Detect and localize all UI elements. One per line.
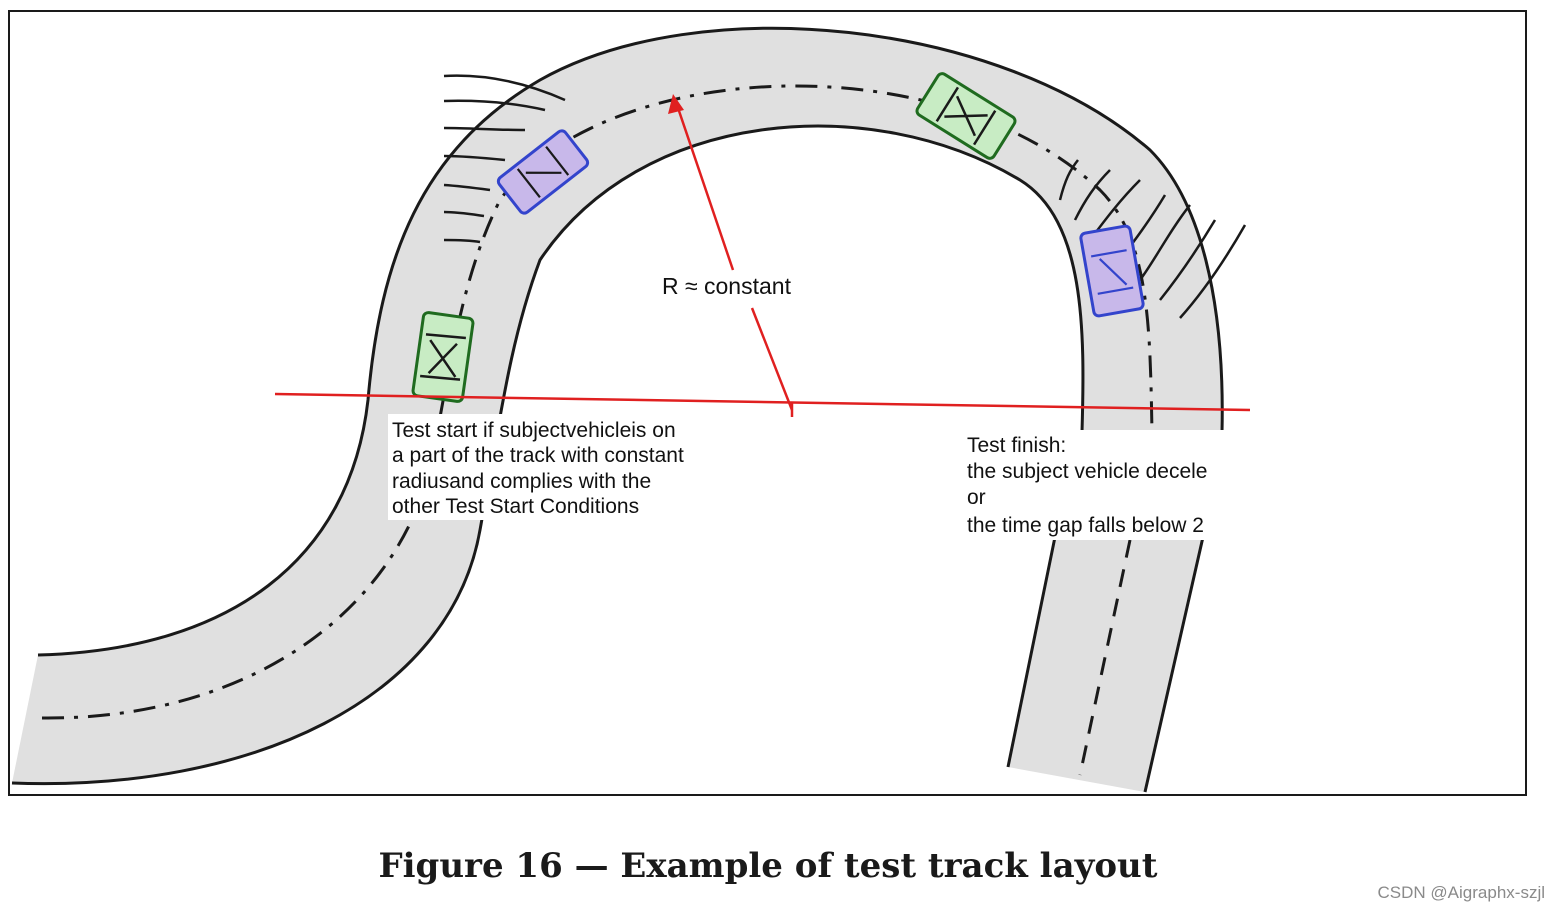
vehicle-blue-upper-left [496,129,590,215]
finish-note: Test finish: the subject vehicle decele … [967,434,1208,537]
vehicle-green-top-right [915,72,1017,160]
straight-section-surface [1008,537,1203,792]
finish-note-line-1: Test finish: [967,434,1066,457]
skid-marks-left [443,74,566,244]
start-note-line-1: Test start if subjectvehicleis on [392,419,676,442]
vehicle-blue-right [1079,224,1145,318]
radius-arrowhead [668,94,684,114]
reference-line [274,392,1251,412]
track-surface [12,28,1223,784]
radius-line-lower [750,307,794,411]
finish-note-line-3: or [967,486,986,509]
outer-edge [11,124,1085,786]
start-note: Test start if subjectvehicleis on a part… [392,419,684,518]
radius-line-upper [675,104,735,271]
straight-centerline [1078,539,1132,776]
start-note-line-3: radiusand complies with the [392,470,651,493]
finish-note-line-4: the time gap falls below 2 [967,514,1204,537]
straight-left-edge [1006,536,1057,768]
radius-label: R ≈ constant [662,273,792,299]
finish-note-line-2: the subject vehicle decele [967,460,1208,483]
straight-right-edge [1143,536,1205,793]
watermark: CSDN @Aigraphx-szjl [1377,883,1545,902]
start-note-line-2: a part of the track with constant [392,444,684,467]
radius-indicator [274,94,1251,417]
start-note-line-4: other Test Start Conditions [392,495,639,518]
start-note-bg [388,414,748,520]
vehicle-green-start [411,311,475,403]
figure-caption: Figure 16 — Example of test track layout [378,846,1158,886]
inner-edge [37,26,1224,657]
finish-note-bg [962,430,1262,540]
